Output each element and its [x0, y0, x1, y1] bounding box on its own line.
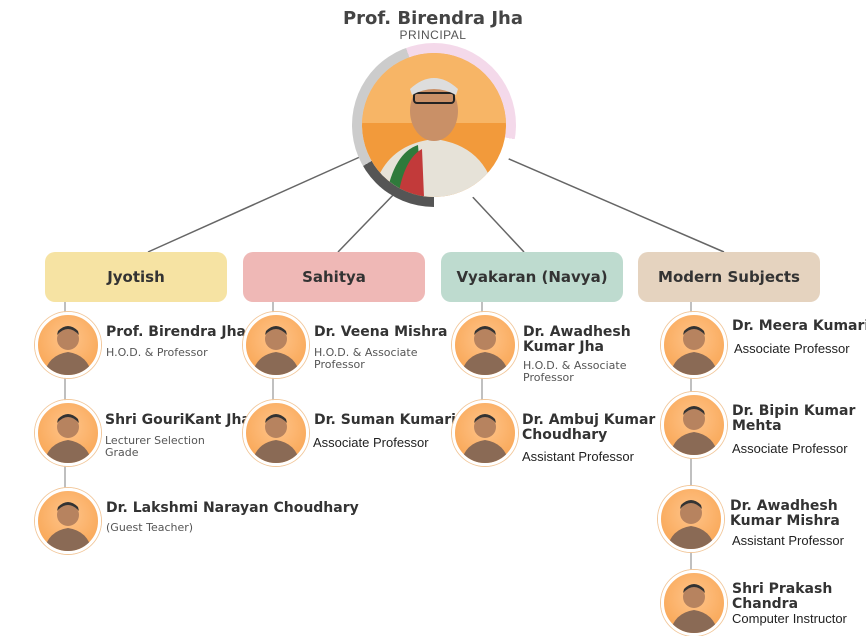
member-name: Prof. Birendra Jha [106, 324, 247, 340]
member-avatar-bipin-kumar-mehta [661, 392, 727, 458]
member-role: Assistant Professor [522, 449, 634, 464]
connector-principal-sahitya [337, 191, 397, 253]
dept-label: Modern Subjects [658, 268, 800, 286]
member-role: Assistant Professor [732, 533, 844, 548]
member-name: Dr. Awadhesh Kumar Jha [523, 324, 631, 355]
member-name: Shri Prakash Chandra [732, 581, 833, 612]
member-name: Dr. Ambuj Kumar Choudhary [522, 412, 656, 443]
member-role: Associate Professor [313, 435, 429, 450]
member-role: H.O.D. & Professor [106, 346, 208, 359]
member-avatar-awadhesh-kumar-mishra [658, 486, 724, 552]
dept-jyotish: Jyotish [45, 252, 227, 302]
member-avatar-gourikant-jha [35, 400, 101, 466]
member-avatar-suman-kumari [243, 400, 309, 466]
member-name: Dr. Lakshmi Narayan Choudhary [106, 500, 359, 516]
dept-modern-subjects: Modern Subjects [638, 252, 820, 302]
member-role: H.O.D. & Associate Professor [523, 359, 627, 384]
principal-title: PRINCIPAL [399, 28, 467, 42]
member-avatar-veena-mishra [243, 312, 309, 378]
connector-principal-modern [501, 155, 725, 253]
connector-principal-vyakaran [467, 191, 525, 253]
member-role: (Guest Teacher) [106, 521, 194, 534]
member-name: Dr. Meera Kumari [732, 318, 866, 334]
member-role: Associate Professor [732, 441, 848, 456]
dept-label: Sahitya [302, 268, 366, 286]
dept-vyakaran: Vyakaran (Navya) [441, 252, 623, 302]
member-role: H.O.D. & Associate Professor [314, 346, 418, 371]
principal-portrait [362, 53, 506, 197]
member-role: Associate Professor [734, 341, 850, 356]
principal-name: Prof. Birendra Jha [342, 8, 523, 29]
member-avatar-meera-kumari [661, 312, 727, 378]
dept-sahitya: Sahitya [243, 252, 425, 302]
member-role: Lecturer Selection Grade [105, 434, 205, 459]
member-name: Dr. Suman Kumari [314, 412, 456, 428]
member-role: Computer Instructor [732, 611, 847, 626]
member-name: Dr. Veena Mishra [314, 324, 448, 340]
member-avatar-awadhesh-kumar-jha [452, 312, 518, 378]
member-name: Shri GouriKant Jha [105, 412, 251, 428]
member-name: Dr. Awadhesh Kumar Mishra [730, 498, 840, 529]
member-name: Dr. Bipin Kumar Mehta [732, 403, 856, 434]
dept-label: Vyakaran (Navya) [456, 268, 608, 286]
dept-label: Jyotish [107, 268, 165, 286]
member-avatar-ambuj-kumar-choudhary [452, 400, 518, 466]
principal-photo [352, 43, 516, 207]
member-avatar-lakshmi-narayan-choudhary [35, 488, 101, 554]
connector-principal-jyotish [147, 155, 363, 253]
member-avatar-prakash-chandra [661, 570, 727, 636]
member-avatar-birendra-jha [35, 312, 101, 378]
